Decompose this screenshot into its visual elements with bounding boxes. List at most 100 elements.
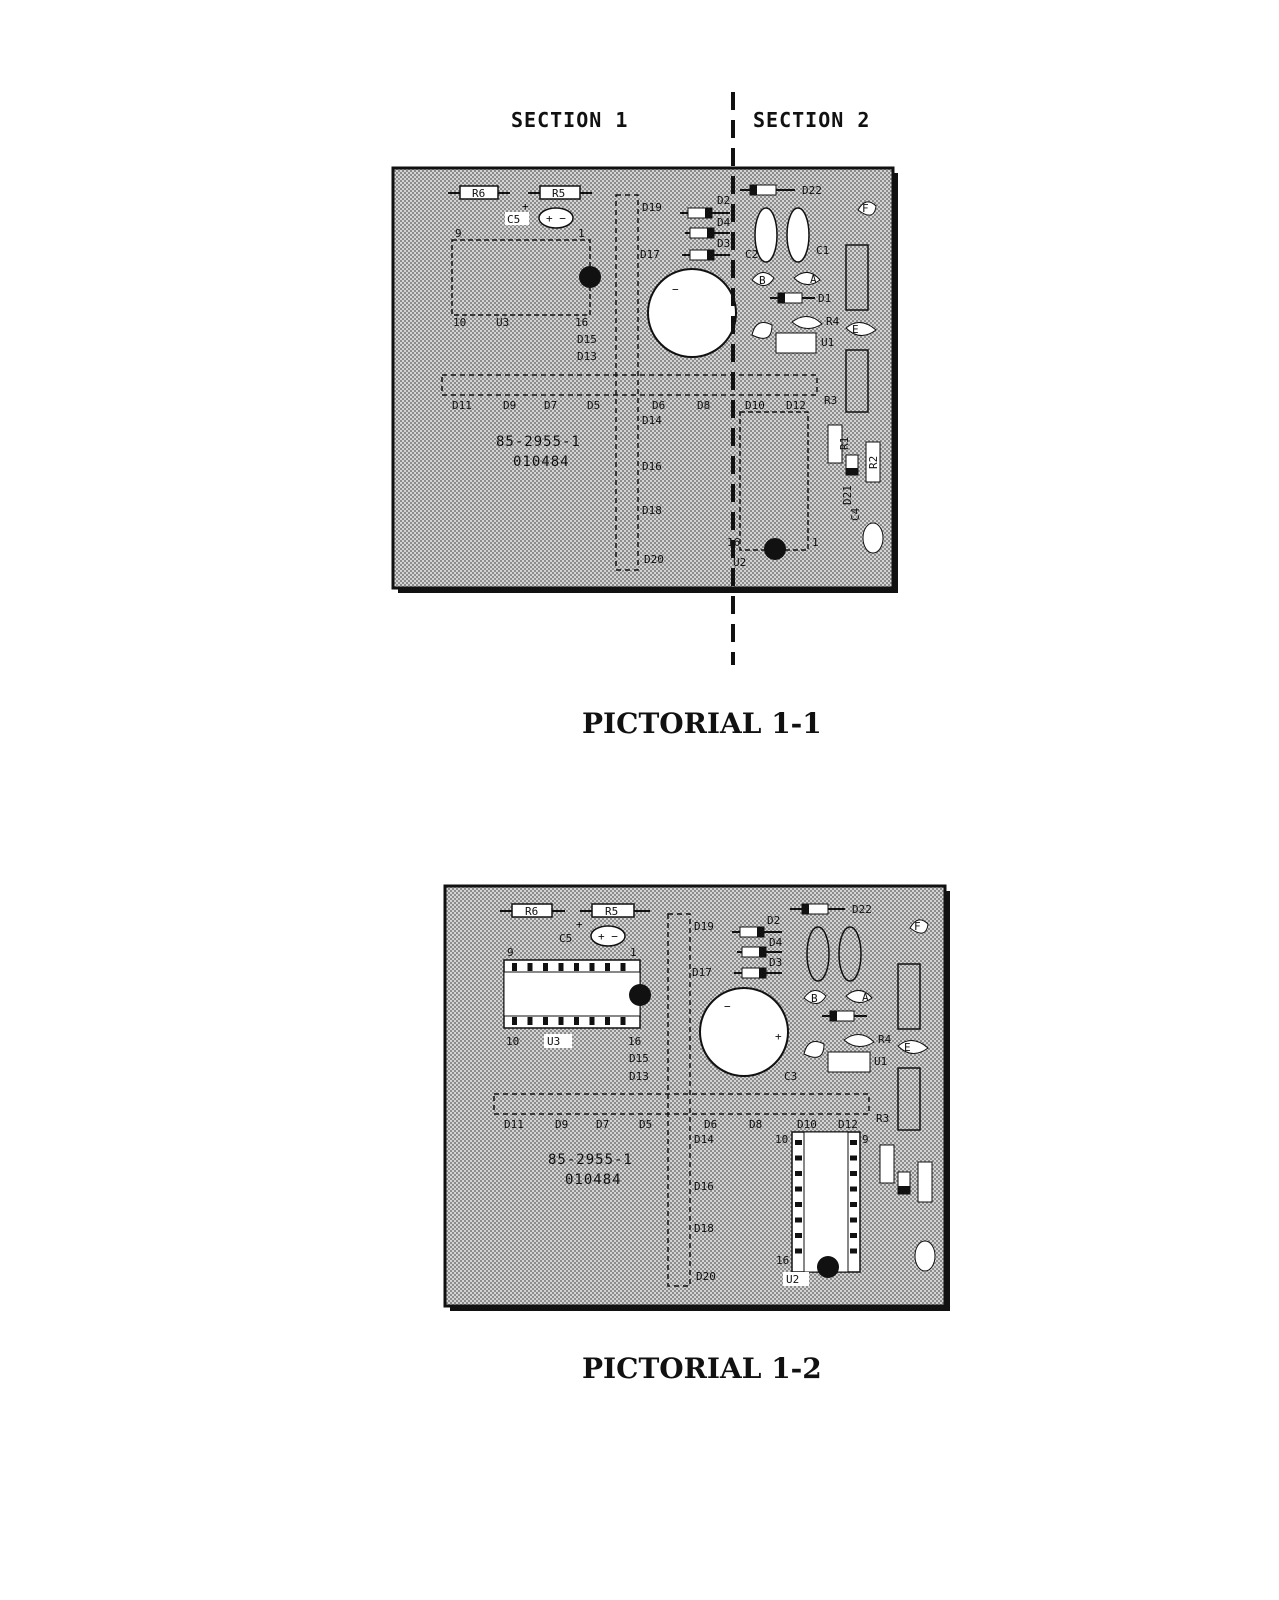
r3-label: R3 <box>824 394 837 407</box>
c3-label-b: C3 <box>784 1070 797 1083</box>
d20-label: D20 <box>644 553 664 566</box>
ic-pin <box>850 1202 857 1207</box>
pictorial-1-1-caption: PICTORIAL 1-1 <box>582 707 822 740</box>
ic-pin <box>620 963 626 971</box>
d9-label: D9 <box>503 399 516 412</box>
pad-e-label-b: E <box>904 1041 911 1054</box>
ic-u3: 9 1 10 16 U3 <box>503 946 651 1048</box>
ic-u2: 10 9 16 U2 <box>775 1131 869 1286</box>
d11-label: D11 <box>452 399 472 412</box>
c3-minus-b: − <box>724 1000 731 1013</box>
board2-part-number: 85-2955-1 <box>548 1152 633 1168</box>
pictorial-1-2-caption: PICTORIAL 1-2 <box>582 1352 822 1385</box>
r5-label: R5 <box>552 187 565 200</box>
pads-abef: B A F E <box>751 201 877 339</box>
diode-d1: D1 <box>770 292 831 305</box>
ic-pin <box>512 963 517 971</box>
d2-label: D2 <box>717 194 730 207</box>
d10-label: D10 <box>745 399 765 412</box>
u1-label: U1 <box>821 336 834 349</box>
d7-label-b: D7 <box>596 1118 609 1131</box>
ic-pin <box>558 1017 564 1025</box>
capacitor-c3-b: − + C3 <box>699 987 797 1083</box>
resistor-outline-upper-b <box>897 963 921 1030</box>
section-1-label: SECTION 1 <box>511 108 629 132</box>
ic-pin <box>850 1140 857 1145</box>
capacitor-c5: + − C5 + <box>505 200 574 229</box>
ic-pin <box>850 1171 857 1176</box>
ic-pin <box>543 1017 548 1025</box>
diode-row-b: D11 D9 D7 D5 D6 D8 D10 D12 <box>493 1093 870 1131</box>
c2-label: C2 <box>745 248 758 261</box>
ic-u1-b: U1 <box>827 1051 887 1073</box>
d8-label-b: D8 <box>749 1118 762 1131</box>
d14-label-b: D14 <box>694 1133 714 1146</box>
d14-label: D14 <box>642 414 662 427</box>
pads-abef-b: B A F E <box>803 919 929 1058</box>
d9-label-b: D9 <box>555 1118 568 1131</box>
d17-label: D17 <box>640 248 660 261</box>
r2-label: R2 <box>867 456 880 469</box>
ic-u3-outline: 9 1 10 16 U3 <box>451 227 601 329</box>
d20-label-b: D20 <box>696 1270 716 1283</box>
ic-pin <box>589 963 595 971</box>
ic-pin <box>574 963 579 971</box>
ic-pin <box>795 1202 802 1207</box>
diode-column: D19 D17 D15 D13 D14 D16 D18 D20 <box>577 194 664 571</box>
c4-label: C4 <box>849 507 862 521</box>
d2-label-b: D2 <box>767 914 780 927</box>
resistor-outline-upper <box>845 244 869 311</box>
diodes-d2-d4-d3-b: D2 D4 D3 <box>732 914 783 979</box>
components-r1-r2-d21-c4-b <box>879 1144 936 1272</box>
ic-pin <box>512 1017 517 1025</box>
ic-pin <box>795 1248 802 1254</box>
d21-label: D21 <box>841 485 854 505</box>
ic-pin <box>589 1017 595 1025</box>
d18-label-b: D18 <box>694 1222 714 1235</box>
c3-plus-b: + <box>775 1030 782 1043</box>
u3-label: U3 <box>496 316 509 329</box>
u2-label-b: U2 <box>786 1273 799 1286</box>
resistor-r5: R5 <box>528 185 592 200</box>
capacitor-c5-b: + − C5 + <box>559 918 626 947</box>
c5-polarity: + − <box>546 212 566 225</box>
d4-label-b: D4 <box>769 936 783 949</box>
c5-plus-b: + <box>576 918 583 931</box>
r4-label: R4 <box>826 315 840 328</box>
d1-label: D1 <box>818 292 831 305</box>
d5-label-b: D5 <box>639 1118 652 1131</box>
d6-label-b: D6 <box>704 1118 717 1131</box>
d12-label: D12 <box>786 399 806 412</box>
c1-label: C1 <box>816 244 829 257</box>
pad-b-label: B <box>759 274 766 287</box>
resistor-outline-r3 <box>845 349 869 413</box>
d19-label-b: D19 <box>694 920 714 933</box>
r6-label-b: R6 <box>525 905 538 918</box>
ic-pin <box>850 1248 857 1254</box>
ic-pin <box>795 1186 802 1192</box>
ic-pin <box>795 1171 802 1176</box>
r3-label-b: R3 <box>876 1112 889 1125</box>
capacitors-c1-c2-b <box>806 926 862 982</box>
pad-f-label: F <box>862 202 869 215</box>
d19-label: D19 <box>642 201 662 214</box>
diode-d22-b: D22 <box>790 903 872 916</box>
diode-d1-b <box>822 1010 867 1022</box>
ic-pin <box>795 1155 802 1161</box>
d13-label-b: D13 <box>629 1070 649 1083</box>
components-r1-r2-d21-c4: R1 R2 D21 C4 <box>827 424 884 554</box>
d15-label-b: D15 <box>629 1052 649 1065</box>
ic-pin <box>795 1217 802 1223</box>
d4-label: D4 <box>717 216 731 229</box>
ic-pin <box>527 963 533 971</box>
u1-label-b: U1 <box>874 1055 887 1068</box>
d12-label-b: D12 <box>838 1118 858 1131</box>
d18-label: D18 <box>642 504 662 517</box>
u2-pin10: 10 <box>775 1133 788 1146</box>
r1-label: R1 <box>838 437 851 450</box>
ic-pin <box>850 1155 857 1161</box>
pad-b-label-b: B <box>811 992 818 1005</box>
u2-label: U2 <box>733 556 746 569</box>
ic-pin <box>558 963 564 971</box>
